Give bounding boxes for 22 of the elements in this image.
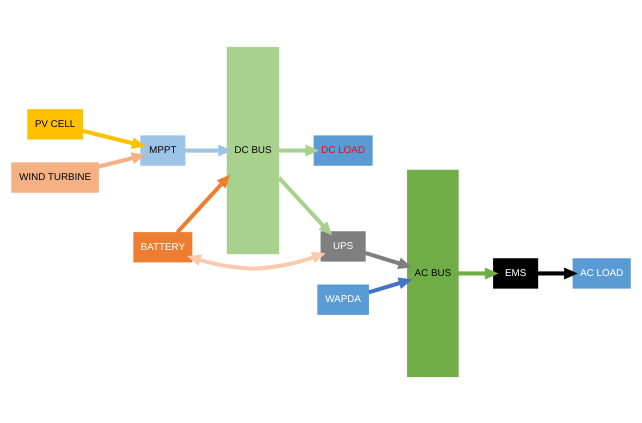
node-box: PV CELL [27,108,83,139]
arrow [185,144,232,156]
arrow [82,128,146,148]
node-box: WIND TURBINE [11,162,99,192]
arrow [458,266,499,279]
node-box: AC LOAD [572,258,631,288]
arrow [278,144,320,156]
node-box: WAPDA [317,284,369,314]
arrow [277,176,332,235]
node-box: AC BUS [407,169,459,377]
node-box: DC LOAD [314,134,373,166]
node-box: UPS [320,230,366,262]
node-box: DC BUS [226,46,280,254]
arrow [538,266,578,279]
arrow [368,276,412,294]
arrow [176,174,230,234]
node-box: BATTERY [133,232,192,262]
node-box: EMS [493,258,538,288]
arrow [364,250,412,269]
arrow [98,152,146,168]
arrow [187,251,326,270]
node-box: MPPT [140,134,186,166]
